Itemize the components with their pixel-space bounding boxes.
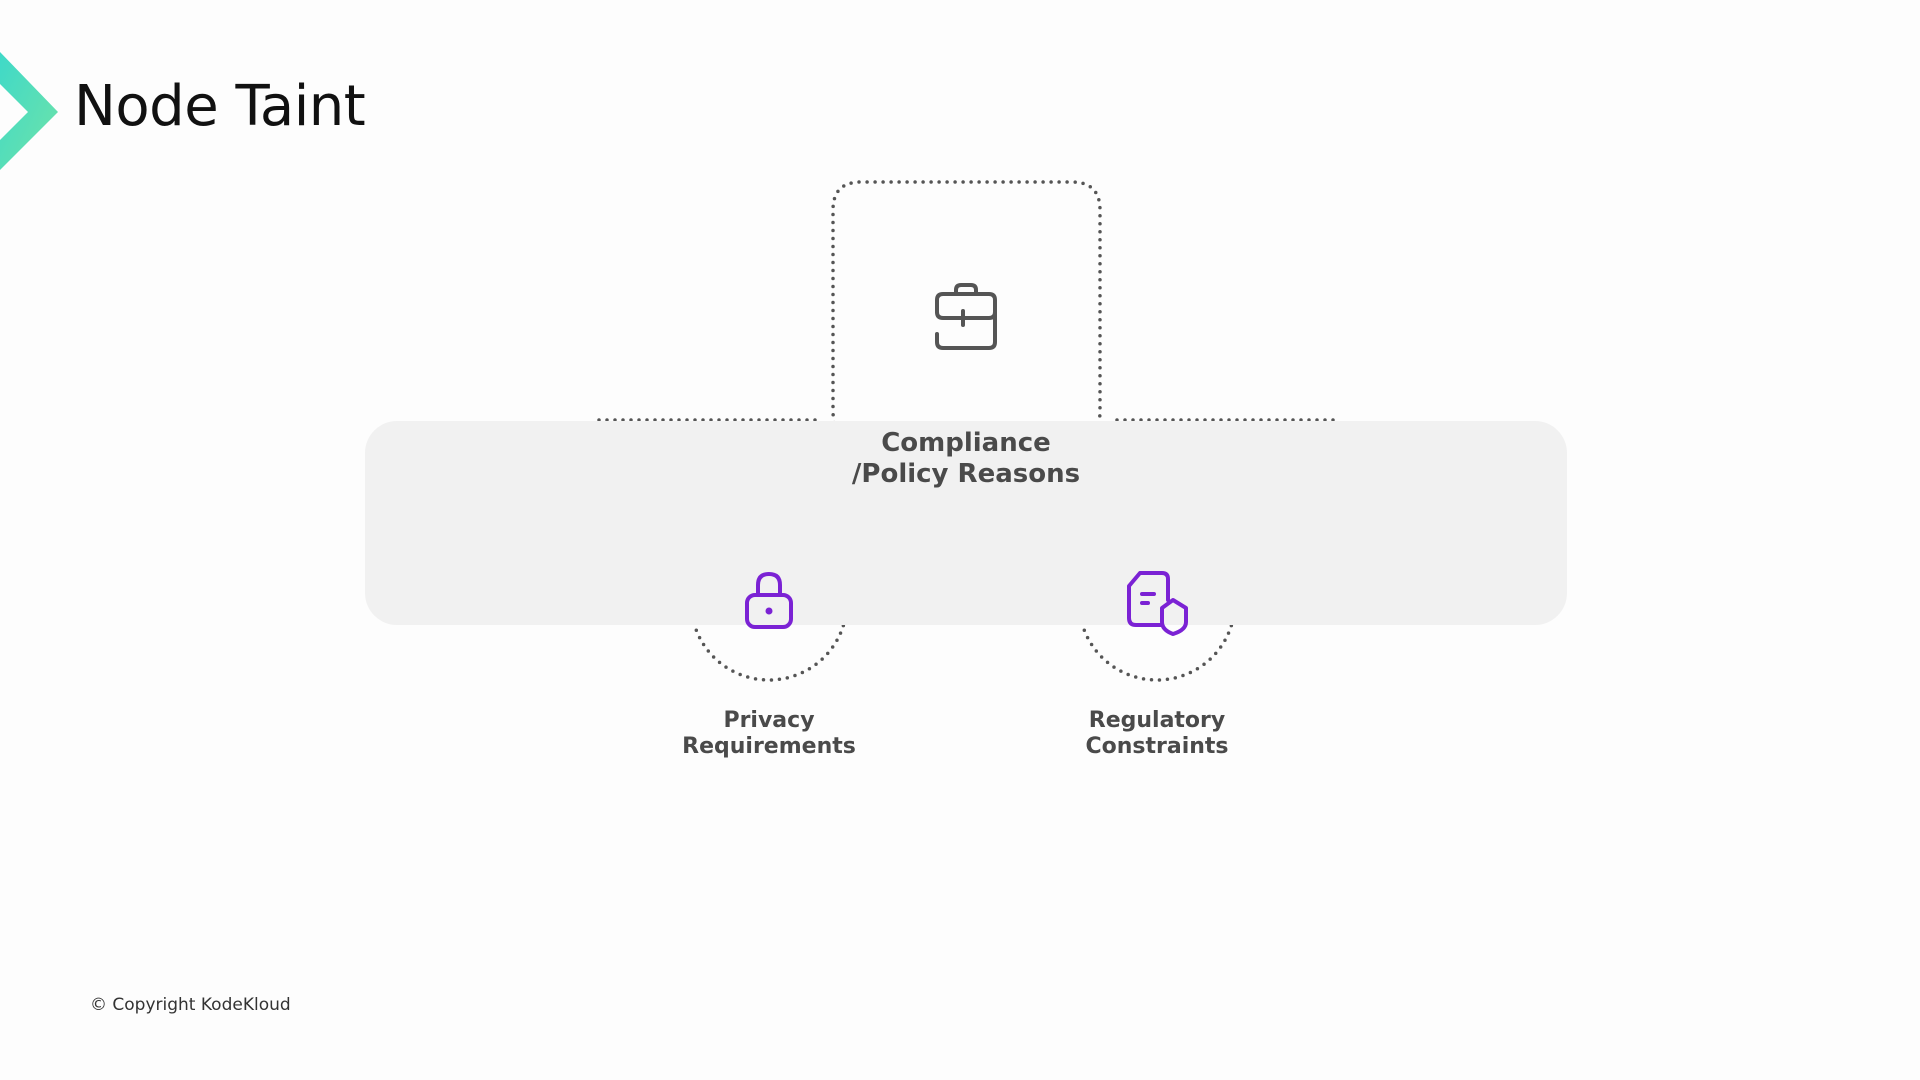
regulatory-label: Regulatory Constraints (1037, 708, 1277, 761)
regulatory-label-line1: Regulatory (1088, 708, 1226, 733)
compliance-label: Compliance /Policy Reasons (766, 428, 1166, 490)
privacy-label-line1: Privacy (723, 708, 815, 733)
document-shield-icon (1127, 571, 1188, 636)
content-panel (365, 421, 1567, 625)
logo-chevron (0, 52, 58, 170)
privacy-label-line2: Requirements (682, 734, 856, 760)
compliance-label-line1: Compliance (881, 428, 1051, 458)
briefcase-icon (935, 283, 997, 350)
regulatory-label-line2: Constraints (1085, 734, 1229, 760)
page-title: Node Taint (74, 74, 366, 139)
privacy-label: Privacy Requirements (649, 708, 889, 761)
lock-icon (745, 571, 793, 629)
compliance-label-line2: /Policy Reasons (851, 459, 1081, 490)
copyright: © Copyright KodeKloud (90, 995, 291, 1015)
